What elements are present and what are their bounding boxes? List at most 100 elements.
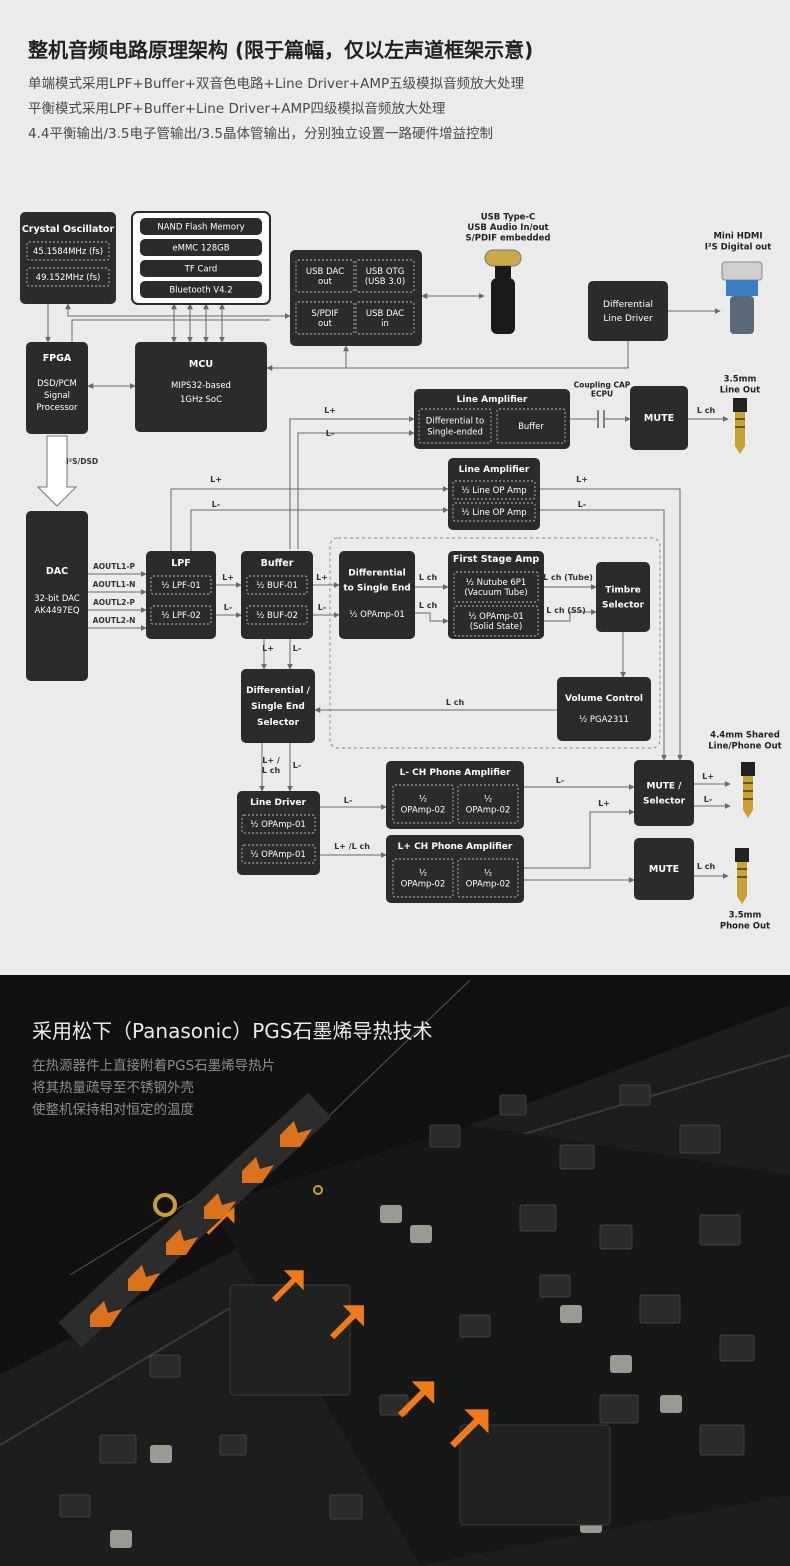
line-amp-2-a-box — [452, 480, 536, 500]
pcb-main-chip — [229, 1284, 351, 1396]
pcb-chip — [599, 1224, 633, 1250]
jack-44-icon — [743, 782, 753, 784]
first-stage-b: ½ OPAmp-01(Solid State) — [468, 612, 524, 632]
jack-35-line-icon — [735, 426, 745, 428]
pcb-capacitor — [380, 1205, 402, 1223]
label-lch: L ch — [697, 406, 716, 415]
subtitle-line-2: 平衡模式采用LPF+Buffer+Line Driver+AMP四级模拟音频放大… — [28, 101, 446, 117]
phone-amp-r-title: L+ CH Phone Amplifier — [398, 842, 513, 852]
pcb-chip — [329, 1494, 363, 1520]
pcb-chip — [719, 1334, 755, 1362]
phone-amp-l-a-box — [392, 784, 454, 824]
volume-title: Volume Control — [565, 694, 643, 704]
pgs-line-3: 使整机保持相对恒定的温度 — [32, 1102, 194, 1118]
storage-item — [140, 260, 262, 277]
signal-wire — [524, 809, 635, 869]
crystal-oscillator-block — [20, 212, 116, 304]
pcb-chip — [429, 1124, 461, 1148]
buffer-block — [241, 551, 313, 639]
first-stage-title: First Stage Amp — [453, 554, 540, 565]
crystal-f2-box — [26, 267, 110, 287]
line-amp-2-b-box — [452, 502, 536, 522]
label-lm: L- — [704, 795, 712, 804]
diff-to-se-sub: ½ OPAmp-01 — [349, 610, 405, 620]
mute-2-block — [634, 838, 694, 900]
label-lm: L- — [224, 603, 232, 612]
jack-44-icon — [743, 798, 753, 800]
label-lm: L- — [318, 603, 326, 612]
pcb-chip — [599, 1394, 639, 1424]
line-amp-2-title: Line Amplifier — [459, 465, 530, 475]
label-lm: L- — [326, 429, 334, 438]
fpga-title: FPGA — [43, 353, 72, 364]
subtitle-line-3: 4.4平衡输出/3.5电子管输出/3.5晶体管输出，分别独立设置一路硬件增益控制 — [28, 126, 494, 142]
jack-44-icon — [743, 810, 753, 818]
pcb-chip — [459, 1314, 491, 1338]
label-lch: L ch — [419, 573, 438, 582]
heat-flow-arrow-icon — [450, 1409, 489, 1448]
pcb-capacitor — [560, 1305, 582, 1323]
storage-item — [140, 239, 262, 256]
jack-44-icon — [743, 776, 753, 810]
pgs-section — [0, 975, 790, 1566]
pcb-chip — [149, 1354, 181, 1378]
pcb-mount-hole — [153, 1193, 177, 1217]
heat-flow-arrow-icon — [204, 1193, 236, 1219]
label-lp: L+ — [262, 644, 274, 653]
signal-wire — [65, 303, 291, 319]
crystal-f1-box — [26, 241, 110, 261]
line-driver-block — [237, 791, 320, 875]
pcb-mount-hole — [313, 1185, 323, 1195]
diff-to-se-block — [339, 551, 415, 639]
mini-hdmi-icon — [730, 296, 754, 334]
pcb-capacitor — [150, 1445, 172, 1463]
mute-1-block — [630, 386, 688, 450]
signal-wire — [540, 488, 683, 761]
label-lm: L- — [556, 776, 564, 785]
mute-2-label: MUTE — [649, 864, 679, 875]
phone-amp-r-a-box — [392, 858, 454, 898]
label-lp-lch: L+ /L ch — [262, 756, 281, 775]
dac-output-label: AOUTL1-N — [93, 580, 136, 589]
volume-block — [557, 677, 651, 741]
label-lch: L ch — [697, 862, 716, 871]
first-stage-block — [448, 551, 544, 639]
line-driver-b: ½ OPAmp-01 — [250, 850, 306, 860]
pcb-chip — [99, 1434, 137, 1464]
storage-item-label: NAND Flash Memory — [157, 222, 244, 232]
jack-35-phone-icon — [735, 848, 749, 862]
first-stage-b-box — [453, 605, 539, 637]
dac-output-label: AOUTL2-N — [93, 616, 136, 625]
pcb-illustration — [0, 975, 790, 1566]
storage-item-label: Bluetooth V4.2 — [169, 285, 232, 295]
buffer-a-box — [246, 575, 308, 595]
usb-block — [290, 250, 422, 346]
pcb-capacitor — [660, 1395, 682, 1413]
crystal-f1: 45.1584MHz (fs) — [33, 247, 103, 257]
mute-selector-label: MUTE /Selector — [643, 781, 686, 806]
signal-wire — [415, 612, 449, 624]
mute-selector-block — [634, 760, 694, 826]
label-lch-ss: L ch (SS) — [546, 606, 586, 615]
pgs-line-1: 在热源器件上直接附着PGS石墨烯导热片 — [32, 1058, 276, 1074]
line-amp-1-b: Buffer — [518, 422, 544, 432]
phone-amp-r-b-box — [457, 858, 519, 898]
page-title: 整机音频电路原理架构 (限于篇幅，仅以左声道框架示意) — [28, 38, 534, 62]
label-lp: L+ — [210, 475, 222, 484]
pcb-chip — [559, 1144, 595, 1170]
jack-35-line-icon — [735, 418, 745, 420]
heat-flow-arrow-icon — [128, 1265, 160, 1291]
